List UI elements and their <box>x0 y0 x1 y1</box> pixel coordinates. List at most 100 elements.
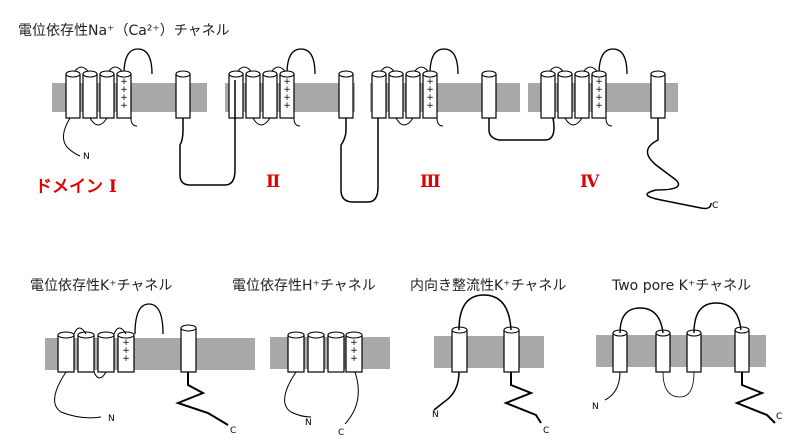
title-kir-channel: 内向き整流性K⁺チャネル <box>410 278 567 294</box>
helix <box>650 73 666 119</box>
helix-top <box>117 331 135 339</box>
loop <box>175 372 229 426</box>
helix <box>180 327 197 373</box>
helix <box>481 73 497 119</box>
title-nav-channel: 電位依存性Na⁺（Ca²⁺）チャネル <box>18 23 230 39</box>
helix-top <box>481 70 497 78</box>
n-terminus-label: N <box>432 410 439 420</box>
helix <box>686 332 702 373</box>
positive-charge: + <box>283 85 291 95</box>
helix <box>77 334 95 373</box>
loop <box>488 117 555 141</box>
membrane <box>45 338 255 370</box>
domain-label-1: ドメイン Ⅰ <box>35 177 117 197</box>
helix-top <box>540 70 556 78</box>
n-terminus-label: N <box>592 402 599 412</box>
positive-charge: + <box>595 77 603 87</box>
loop <box>436 117 444 127</box>
membrane <box>434 336 544 368</box>
helix-top <box>388 70 404 78</box>
helix <box>371 73 387 119</box>
helix <box>57 334 75 373</box>
helix <box>557 73 573 119</box>
loop <box>284 371 359 425</box>
helix <box>451 329 468 373</box>
helix-top <box>99 70 115 78</box>
loop <box>293 117 301 127</box>
helix-top <box>574 70 590 78</box>
helix <box>97 334 115 373</box>
positive-charge: + <box>120 93 128 103</box>
c-terminus-label: C <box>776 412 783 422</box>
c-terminus-label: C <box>712 201 719 211</box>
c-terminus-label: C <box>230 426 237 436</box>
helix-top <box>287 331 305 339</box>
helix-top <box>279 70 295 78</box>
loop <box>598 48 628 75</box>
helix-top <box>422 70 438 78</box>
loop <box>646 118 712 210</box>
positive-charge: + <box>122 346 130 356</box>
helix-top <box>371 70 387 78</box>
positive-charge: + <box>283 93 291 103</box>
helix-top <box>338 70 354 78</box>
helix-top <box>116 70 132 78</box>
helix <box>388 73 404 119</box>
title-kv-channel: 電位依存性K⁺チャネル <box>30 278 173 294</box>
helix-top <box>82 70 98 78</box>
loop <box>458 294 512 331</box>
title-hv-channel: 電位依存性H⁺チャネル <box>232 278 376 294</box>
domain-label-4: Ⅳ <box>580 172 600 192</box>
helix <box>338 73 354 119</box>
helix-top <box>591 70 607 78</box>
positive-charge: + <box>350 354 358 364</box>
helix <box>175 73 191 119</box>
helix <box>82 73 98 119</box>
helix-top <box>57 331 75 339</box>
helix-top <box>245 70 261 78</box>
helix <box>327 334 345 373</box>
helix <box>245 73 261 119</box>
positive-charge: + <box>595 93 603 103</box>
positive-charge: + <box>426 85 434 95</box>
loop <box>179 80 236 186</box>
loop <box>605 117 613 127</box>
helix-top <box>65 70 81 78</box>
positive-charge: + <box>595 85 603 95</box>
loop <box>429 48 459 75</box>
loop <box>63 117 81 157</box>
positive-charge: + <box>120 85 128 95</box>
helix-top <box>97 331 115 339</box>
loop <box>662 371 695 398</box>
positive-charge: + <box>122 338 130 348</box>
c-terminus-label: C <box>543 426 550 436</box>
positive-charge: + <box>283 77 291 87</box>
loop <box>134 303 164 335</box>
helix <box>307 334 325 373</box>
helix <box>228 73 244 119</box>
loop <box>286 48 316 75</box>
n-terminus-label: N <box>83 152 90 162</box>
helix <box>503 329 520 373</box>
helix-top <box>345 331 363 339</box>
helix <box>99 73 115 119</box>
loop <box>433 371 460 411</box>
n-terminus-label: N <box>108 414 115 424</box>
helix-top <box>650 70 666 78</box>
positive-charge: + <box>122 354 130 364</box>
loop <box>619 302 742 334</box>
positive-charge: + <box>350 338 358 348</box>
helix <box>655 332 671 373</box>
loop <box>252 117 271 126</box>
helix-top <box>734 326 750 334</box>
loop <box>89 117 108 126</box>
positive-charge: + <box>350 346 358 356</box>
loop <box>564 117 583 126</box>
positive-charge: + <box>426 101 434 111</box>
helix-top <box>327 331 345 339</box>
positive-charge: + <box>426 77 434 87</box>
positive-charge: + <box>120 101 128 111</box>
domain-label-2: Ⅱ <box>266 172 281 192</box>
loop <box>503 372 542 424</box>
